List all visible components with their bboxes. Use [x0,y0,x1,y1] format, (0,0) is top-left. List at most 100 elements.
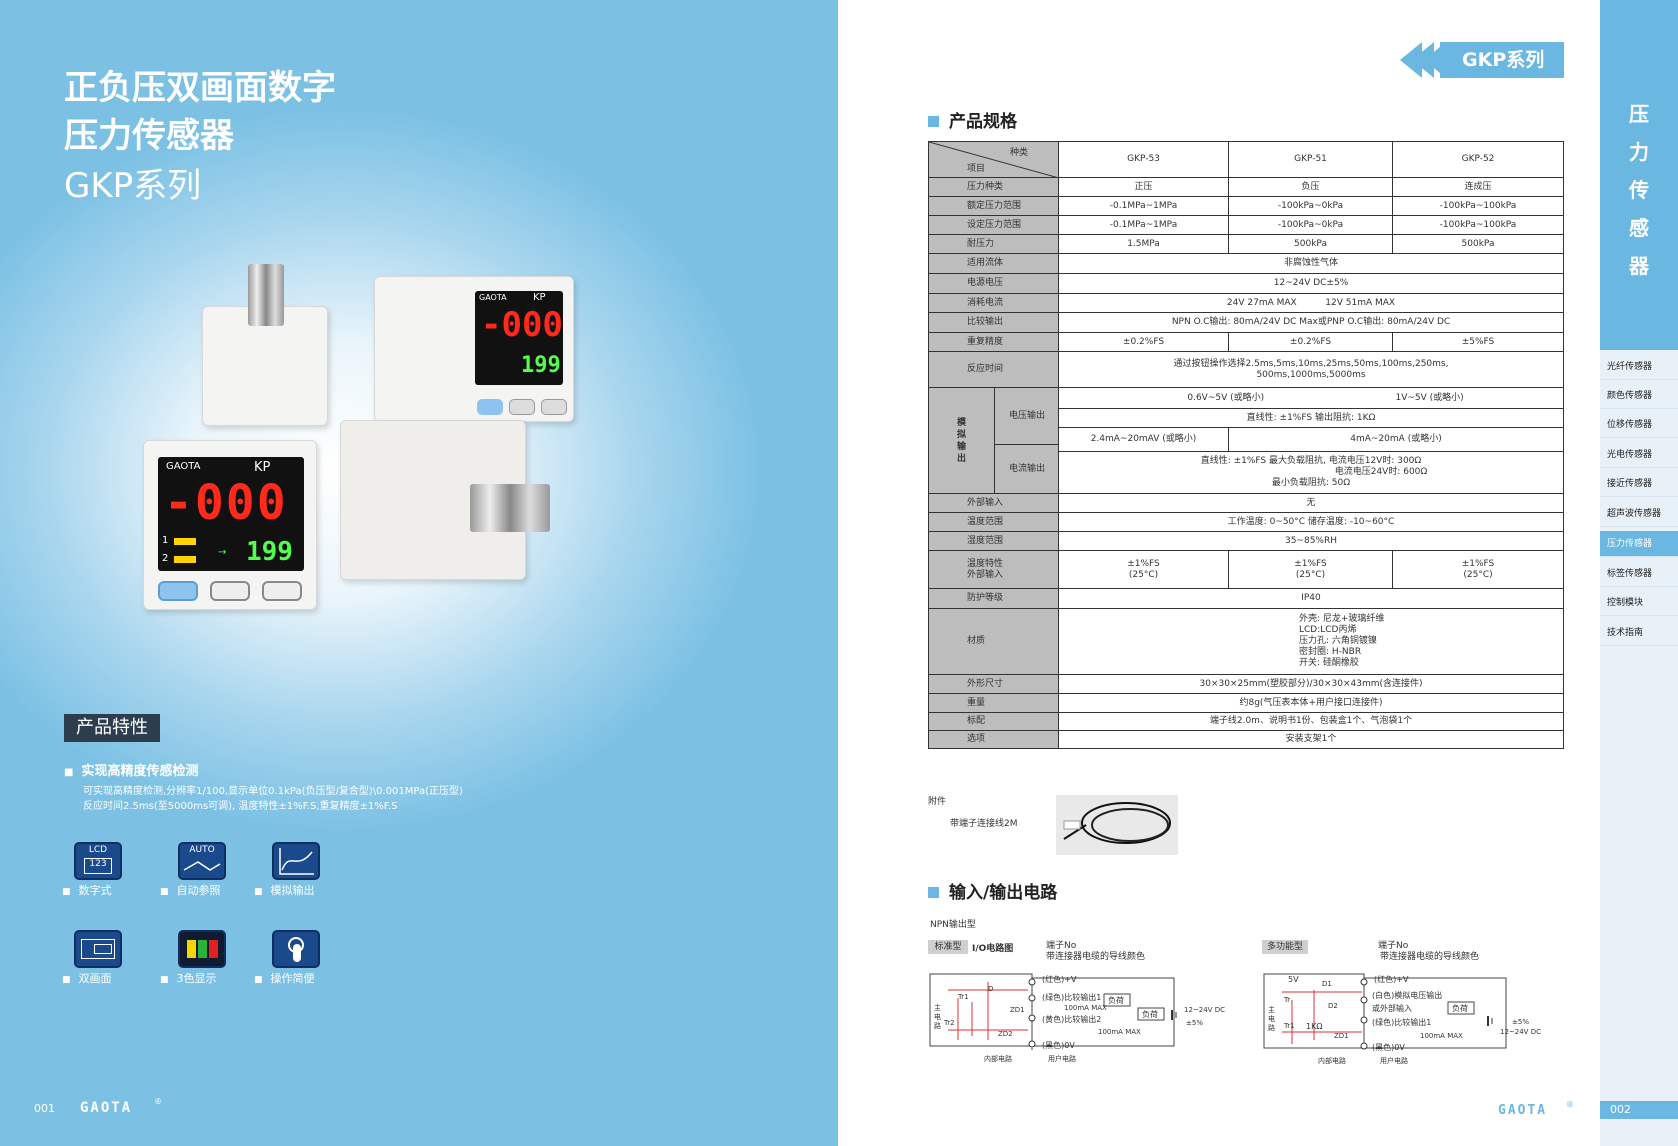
c1-main: 主电路 [934,1004,941,1030]
cell: 外壳: 尼龙+玻璃纤维 LCD:LCD丙烯 压力孔: 六角铜镀镍 密封圈: H-… [1058,608,1564,675]
tri-yellow [187,940,196,958]
tc-label-2: 外部输入 [967,569,1004,580]
cell: -0.1MPa~1MPa [1058,215,1229,235]
back-brand: GAOTA [479,293,507,302]
c1-user: 用户电路 [1048,1055,1076,1063]
cell: 1V~5V (或略小) [1392,387,1564,409]
accessory-label: 附件 [928,797,947,807]
spec-section-title: 产品规格 [928,107,1017,132]
cell: -0.1MPa~1MPa [1058,196,1229,216]
front-button-1[interactable] [158,581,198,601]
front-button-2[interactable] [210,581,250,601]
npn-label: NPN输出型 [930,920,976,930]
io-section-title: 输入/输出电路 [928,878,1057,903]
front-ch2: 2 [162,553,169,564]
fitting-front-right [470,484,550,532]
tc-value: ±1%FS [1461,558,1495,569]
back-button-1[interactable] [477,399,503,415]
row-label: 重量 [928,693,1059,713]
left-page-number: 001 [34,1102,55,1115]
cell: 工作温度: 0~50°C 储存温度: -10~60°C [1058,512,1564,532]
back-screen: GAOTA KP -000 199 [475,291,563,385]
front-arrow: → [218,547,227,558]
side-title-char-5: 器 [1629,254,1649,278]
nav-ultrasonic[interactable]: 超声波传感器 [1600,501,1678,527]
cell: 30×30×25mm(塑胶部分)/30×30×43mm(含连接件) [1058,674,1564,694]
tc-label-1: 温度特性 [967,558,1004,569]
nav-displacement[interactable]: 位移传感器 [1600,412,1678,438]
table-row: 温度特性外部输入 ±1%FS(25°C) ±1%FS(25°C) ±1%FS(2… [928,550,1564,589]
lcd-icon-digits: 123 [84,858,112,874]
c1-ma-1: 100mA MAX [1064,1004,1107,1012]
circuit1-wire: 带连接器电缆的导线颜色 [1046,952,1146,962]
row-label: 设定压力范围 [928,215,1059,235]
front-button-3[interactable] [262,581,302,601]
spec-table: 种类 项目 GKP-53 GKP-51 GKP-52 压力种类正压负压连成压 额… [928,141,1564,749]
cell: 12~24V DC±5% [1058,273,1564,294]
back-button-3[interactable] [541,399,567,415]
mat-line: 开关: 硅酮橡胶 [1299,658,1359,668]
row-label: 耐压力 [928,234,1059,254]
auto-icon-graphic [183,861,221,871]
feature-line-2: 反应时间2.5ms(至5000ms可调), 温度特性±1%F.S,重复精度±1%… [83,801,398,812]
cell: 负压 [1228,177,1393,197]
c1-dc: 12~24V DC [1184,1006,1225,1014]
row-label: 标配 [928,712,1059,731]
nav-photoelectric[interactable]: 光电传感器 [1600,442,1678,468]
cell: 通过按钮操作选择2.5ms,5ms,10ms,25ms,50ms,100ms,2… [1058,351,1564,388]
nav-control[interactable]: 控制模块 [1600,590,1678,616]
mat-line: 密封圈: H-NBR [1299,647,1362,657]
circuit2-diagram [1263,973,1507,1050]
front-main-value: -000 [164,475,288,531]
cell: 2.4mA~20mAV (或略小) [1058,427,1229,452]
cell: -100kPa~0kPa [1228,215,1393,235]
corner-diagonal [929,142,1059,178]
nav-proximity[interactable]: 接近传感器 [1600,471,1678,497]
table-row: 反应时间通过按钮操作选择2.5ms,5ms,10ms,25ms,50ms,100… [928,351,1564,388]
lcd-icon-text: LCD [88,845,108,855]
nav-guide[interactable]: 技术指南 [1600,620,1678,646]
c2-main: 主电路 [1268,1006,1275,1032]
circuit1-heading: I/O电路图 [972,944,1014,954]
circuit1-terminal: 端子No [1046,941,1077,951]
nav-fiber[interactable]: 光纤传感器 [1600,354,1678,380]
cell: ±0.2%FS [1228,332,1393,352]
nav-label[interactable]: 标签传感器 [1600,561,1678,587]
lcd-icon: LCD 123 [74,842,122,880]
side-title-char-1: 压 [1629,102,1649,126]
touch-finger [293,944,301,962]
table-row: 选项安装支架1个 [928,730,1564,749]
c1-tr2: Tr2 [944,1019,955,1027]
row-label: 选项 [928,730,1059,749]
cell: ±5%FS [1392,332,1564,352]
front-led-1 [174,538,196,545]
c1-inner: 内部电路 [984,1055,1012,1063]
row-label: 温度特性外部输入 [928,550,1059,589]
tricolor-icon [178,930,226,968]
tri-red [209,940,218,958]
front-sub-value: 199 [246,537,293,567]
c1-pm: ±5% [1186,1019,1203,1027]
tc-sub: (25°C) [1128,569,1159,580]
feature-label-auto: 自动参照 [160,882,221,898]
c2-tr: Tr [1284,996,1291,1004]
c2-dc: 12~24V DC [1500,1028,1541,1036]
back-button-2[interactable] [509,399,535,415]
table-row: 额定压力范围-0.1MPa~1MPa-100kPa~0kPa-100kPa~10… [928,196,1564,216]
nav-color[interactable]: 颜色传感器 [1600,383,1678,409]
mat-line: 外壳: 尼龙+玻璃纤维 [1299,614,1385,624]
nav-pressure[interactable]: 压力传感器 [1600,531,1678,557]
curr-line-1: 直线性: ±1%FS 最大负载阻抗, 电流电压12V时: 300Ω [1200,456,1422,466]
title-line-1: 正负压双画面数字 [64,68,336,108]
cell: ±1%FS(25°C) [1058,550,1229,589]
title-line-3: GKP系列 [64,166,202,206]
cell: 500kPa [1392,234,1564,254]
analog-label: 模拟输出 [956,417,966,464]
cable-graphic [1063,802,1171,844]
circuit-standard: 标准型 I/O电路图 端子No 带连接器电缆的导线颜色 (红色)+V (绿色)比… [928,940,1228,1080]
row-label: 防护等级 [928,588,1059,609]
sensor-back-left [202,306,328,426]
cell: 连成压 [1392,177,1564,197]
row-label: 外形尺寸 [928,674,1059,694]
cell: -100kPa~0kPa [1228,196,1393,216]
